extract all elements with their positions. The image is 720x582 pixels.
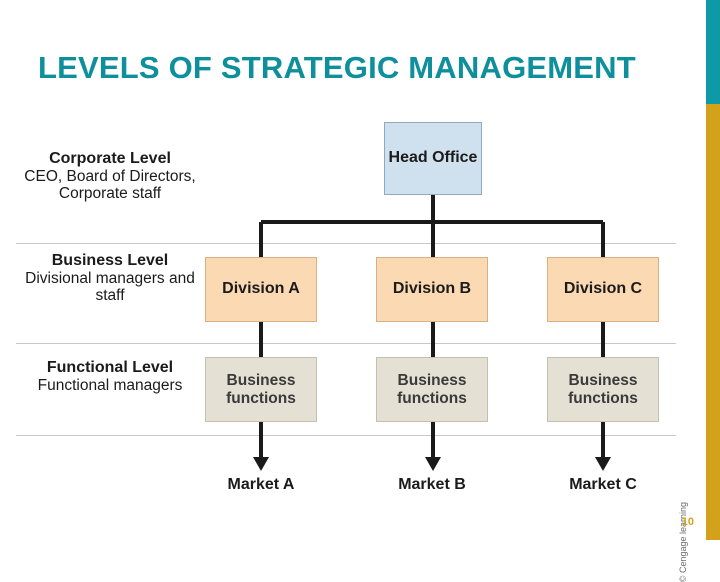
node-market-a: Market A [227,476,295,493]
level-subtext-corporate: CEO, Board of Directors, Corporate staff [24,167,196,203]
node-market-c: Market C [569,476,637,493]
level-label-business: Business Level Divisional managers and s… [20,252,200,305]
level-heading-business: Business Level [51,252,169,269]
node-division-c: Division C [547,257,659,322]
strategy-levels-diagram: Corporate Level CEO, Board of Directors,… [0,112,700,582]
node-business-functions-b: Business functions [376,357,488,422]
node-division-b: Division B [376,257,488,322]
node-business-functions-a: Business functions [205,357,317,422]
level-heading-functional: Functional Level [46,359,174,376]
divider-rule-2 [16,343,676,344]
level-subtext-functional: Functional managers [37,376,183,394]
divider-rule-1 [16,243,676,244]
level-label-corporate: Corporate Level CEO, Board of Directors,… [20,150,200,203]
copyright-notice: © Cengage learning [678,502,688,582]
page-title: LEVELS OF STRATEGIC MANAGEMENT [38,50,636,85]
level-subtext-business: Divisional managers and staff [25,269,195,305]
level-heading-corporate: Corporate Level [49,150,171,167]
page-number: 10 [681,516,694,528]
node-business-functions-c: Business functions [547,357,659,422]
accent-bar-gold [706,104,720,540]
divider-rule-3 [16,435,676,436]
node-division-a: Division A [205,257,317,322]
accent-bar-teal [706,0,720,104]
node-market-b: Market B [398,476,466,493]
node-head-office: Head Office [384,122,482,195]
level-label-functional: Functional Level Functional managers [20,359,200,394]
